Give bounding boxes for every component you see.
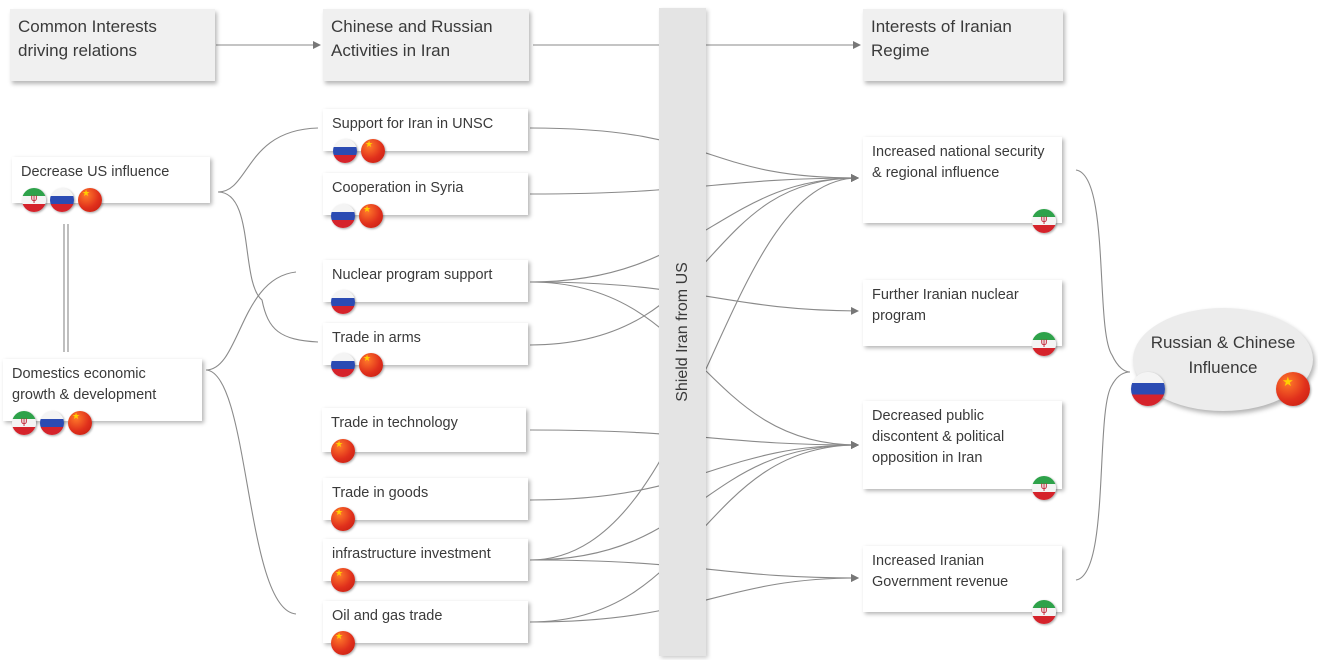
- china-flag-icon: [331, 631, 355, 655]
- brace-outcome-2: [1075, 371, 1131, 581]
- activity-node-label: Oil and gas trade: [332, 608, 443, 624]
- activity-node-label: Support for Iran in UNSC: [332, 116, 494, 132]
- interest-discontent-flags: [1032, 476, 1056, 500]
- activity-tech-flags: [331, 439, 355, 463]
- interest-node-label: Increased Iranian Government revenue: [872, 553, 1009, 590]
- header-common-label: Common Interests driving relations: [18, 17, 157, 60]
- common-econ-flags: [12, 411, 92, 435]
- interest-nuke-flags: [1032, 332, 1056, 356]
- russia-flag-icon: [50, 188, 74, 212]
- activity-node-label: Cooperation in Syria: [332, 180, 464, 196]
- activity-goods-flags: [331, 507, 355, 531]
- interest-node-security: Increased national security & regional i…: [863, 137, 1062, 223]
- activity-node-label: Nuclear program support: [332, 267, 493, 283]
- header-common-interests: Common Interests driving relations: [10, 9, 215, 81]
- header-interests-label: Interests of Iranian Regime: [871, 17, 1012, 60]
- brace-us: [217, 127, 319, 193]
- activity-infra-flags: [331, 568, 355, 592]
- common-node-label: Domestics economic growth & development: [12, 366, 157, 403]
- interest-node-discontent: Decreased public discontent & political …: [863, 401, 1062, 489]
- activity-node-label: Trade in arms: [332, 330, 421, 346]
- interest-node-revenue: Increased Iranian Government revenue: [863, 546, 1062, 612]
- activity-arms-flags: [331, 353, 383, 377]
- brace-econ-2: [205, 369, 297, 615]
- activity-nuclear-flags: [331, 290, 355, 314]
- russia-flag-icon: [40, 411, 64, 435]
- interest-security-flags: [1032, 209, 1056, 233]
- interest-node-label: Decreased public discontent & political …: [872, 408, 1005, 466]
- iran-flag-icon: [22, 188, 46, 212]
- brace-econ: [205, 271, 297, 371]
- common-node-us: Decrease US influence: [12, 157, 210, 203]
- header-interests: Interests of Iranian Regime: [863, 9, 1063, 81]
- iran-flag-icon: [1032, 209, 1056, 233]
- activity-node-unsc: Support for Iran in UNSC: [323, 109, 528, 151]
- shield-bar: Shield Iran from US: [659, 8, 706, 656]
- activity-node-infra: infrastructure investment: [323, 539, 528, 581]
- outcome-label: Russian & Chinese Influence: [1150, 333, 1296, 377]
- china-flag-icon: [331, 507, 355, 531]
- header-activities-label: Chinese and Russian Activities in Iran: [331, 17, 493, 60]
- iran-flag-icon: [1032, 600, 1056, 624]
- china-flag-icon: [1276, 372, 1310, 406]
- iran-flag-icon: [1032, 476, 1056, 500]
- china-flag-icon: [359, 353, 383, 377]
- china-flag-icon: [361, 139, 385, 163]
- common-us-flags: [22, 188, 102, 212]
- activity-node-oil: Oil and gas trade: [323, 601, 528, 643]
- outcome-russia-flag: [1131, 372, 1165, 406]
- common-node-label: Decrease US influence: [21, 164, 170, 180]
- activity-node-label: Trade in technology: [331, 415, 458, 431]
- iran-flag-icon: [12, 411, 36, 435]
- outcome-china-flag: [1276, 372, 1310, 406]
- russia-flag-icon: [331, 290, 355, 314]
- interest-node-nuke: Further Iranian nuclear program: [863, 280, 1062, 346]
- activity-node-goods: Trade in goods: [323, 478, 528, 520]
- activity-node-nuclear: Nuclear program support: [323, 260, 528, 302]
- activity-syria-flags: [331, 204, 383, 228]
- common-node-econ: Domestics economic growth & development: [3, 359, 202, 421]
- activity-oil-flags: [331, 631, 355, 655]
- activity-node-syria: Cooperation in Syria: [323, 173, 528, 215]
- brace-us-2: [217, 191, 319, 343]
- activity-node-label: infrastructure investment: [332, 546, 491, 562]
- china-flag-icon: [68, 411, 92, 435]
- china-flag-icon: [331, 568, 355, 592]
- russia-flag-icon: [1131, 372, 1165, 406]
- brace-outcome: [1075, 169, 1131, 373]
- iran-flag-icon: [1032, 332, 1056, 356]
- interest-node-label: Increased national security & regional i…: [872, 144, 1045, 181]
- russia-flag-icon: [331, 204, 355, 228]
- china-flag-icon: [331, 439, 355, 463]
- interest-revenue-flags: [1032, 600, 1056, 624]
- common-link: [63, 224, 69, 352]
- interest-node-label: Further Iranian nuclear program: [872, 287, 1019, 324]
- china-flag-icon: [78, 188, 102, 212]
- activity-node-arms: Trade in arms: [323, 323, 528, 365]
- activity-node-tech: Trade in technology: [322, 408, 526, 452]
- russia-flag-icon: [331, 353, 355, 377]
- header-activities: Chinese and Russian Activities in Iran: [323, 9, 529, 81]
- china-flag-icon: [359, 204, 383, 228]
- shield-label: Shield Iran from US: [673, 262, 691, 402]
- activity-node-label: Trade in goods: [332, 485, 429, 501]
- russia-flag-icon: [333, 139, 357, 163]
- activity-unsc-flags: [333, 139, 385, 163]
